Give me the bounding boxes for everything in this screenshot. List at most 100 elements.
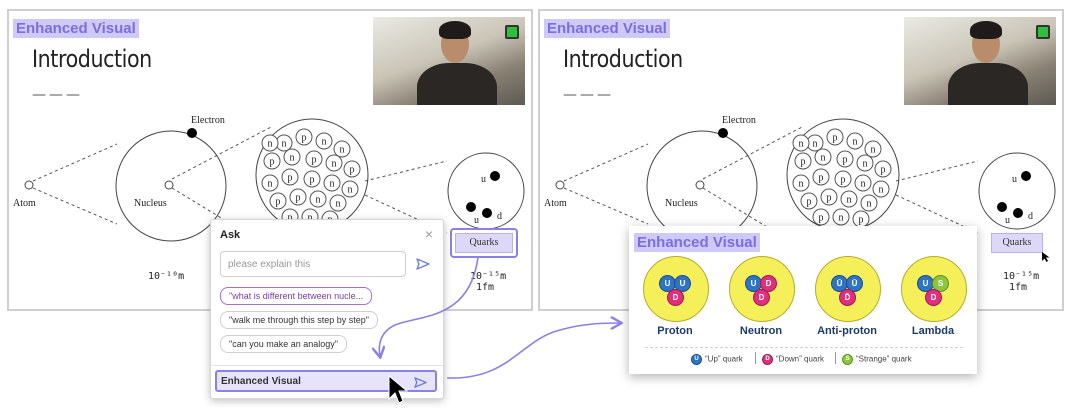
quark-dot xyxy=(466,202,476,212)
nucleon-label: n xyxy=(847,195,852,206)
presenter-video xyxy=(373,17,525,105)
particle-name: Lambda xyxy=(911,325,955,337)
nucleon-circle xyxy=(874,160,892,178)
nucleon-label: p xyxy=(296,193,301,204)
quark-label-u: u xyxy=(1012,174,1017,185)
card-divider xyxy=(645,347,963,348)
nucleon-label: n xyxy=(268,139,273,150)
mouse-cursor-icon xyxy=(1042,252,1050,262)
strange-quark-icon: S xyxy=(842,354,853,365)
quark-circle xyxy=(978,152,1056,230)
nucleon-label: p xyxy=(841,175,846,186)
nucleon-label: n xyxy=(821,153,826,164)
enhanced-visual-button[interactable]: Enhanced Visual xyxy=(215,370,437,392)
quarks-highlight xyxy=(450,228,518,258)
left-slide-panel: Enhanced Visual Introduction ——— Atom Nu… xyxy=(7,9,533,311)
nucleon-circle xyxy=(329,194,347,212)
nucleon-circle xyxy=(281,168,299,186)
suggestion-chip[interactable]: "can you make an analogy" xyxy=(220,335,347,353)
nucleon-circle xyxy=(792,174,810,192)
nucleon-circle xyxy=(343,160,361,178)
atom-circle xyxy=(555,180,565,190)
particle-name: Anti-proton xyxy=(817,325,877,337)
nucleon-label: n xyxy=(863,159,868,170)
nucleon-label: n xyxy=(316,195,321,206)
presenter-hair xyxy=(970,21,1002,39)
nucleon-label: n xyxy=(330,179,335,190)
nucleon-circle xyxy=(840,190,858,208)
suggestion-chip[interactable]: "what is different between nucle... xyxy=(220,287,373,305)
nucleon-circle xyxy=(295,128,313,146)
send-icon xyxy=(414,377,427,388)
presenter-video xyxy=(904,17,1056,105)
ask-input[interactable]: please explain this xyxy=(220,251,406,277)
nucleon-circle xyxy=(303,170,321,188)
nucleon-circle xyxy=(832,208,850,226)
ask-popup: Ask × please explain this "what is diffe… xyxy=(210,219,444,399)
presenter-body xyxy=(417,63,497,105)
nucleon-label: p xyxy=(881,165,886,176)
particle-name: Proton xyxy=(657,325,693,337)
neutron-diagram: U D D xyxy=(729,256,795,322)
quark-dot xyxy=(1013,208,1023,218)
nucleon-circle xyxy=(864,140,882,158)
nucleon-label: n xyxy=(799,139,804,150)
quark-dot xyxy=(490,171,500,181)
arrow-enhanced-to-card xyxy=(446,323,620,379)
quarks-button[interactable]: Quarks xyxy=(991,233,1043,253)
anti-down-quark: D̄ xyxy=(839,289,856,306)
nucleon-circle xyxy=(846,132,864,150)
nucleon-circle xyxy=(333,140,351,158)
atom-scale-label: 10⁻¹⁰m xyxy=(148,271,185,282)
nucleon-label: n xyxy=(340,145,345,156)
suggestion-chip[interactable]: "walk me through this step by step" xyxy=(220,311,378,329)
legend-text: “Up” quark xyxy=(705,354,743,364)
legend-strange: S“Strange” quark xyxy=(842,354,912,365)
nucleon-label: p xyxy=(310,175,315,186)
lambda-diagram: U S D xyxy=(901,256,967,322)
legend-separator xyxy=(755,352,756,364)
nucleon-circle xyxy=(812,208,830,226)
electron-label: Electron xyxy=(191,115,225,126)
nucleus-point xyxy=(164,180,174,190)
atom-label: Atom xyxy=(544,198,567,209)
nucleon-circle xyxy=(269,192,287,210)
nucleon-circle xyxy=(834,170,852,188)
slide-title: Introduction xyxy=(563,45,683,73)
nucleon-label: p xyxy=(801,157,806,168)
nucleon-circle xyxy=(289,188,307,206)
camera-status-icon xyxy=(1036,25,1050,39)
quark-label-d: d xyxy=(1028,211,1033,222)
nucleon-circle xyxy=(305,150,323,168)
send-icon[interactable] xyxy=(416,257,430,271)
close-icon[interactable]: × xyxy=(424,226,433,242)
legend-up: U“Up” quark xyxy=(691,354,743,365)
popup-divider xyxy=(211,365,443,366)
electron-dot xyxy=(187,128,197,138)
nucleon-label: n xyxy=(839,213,844,224)
nucleon-label: p xyxy=(833,133,838,144)
nucleon-label: p xyxy=(288,173,293,184)
quark-dot xyxy=(1021,171,1031,181)
quark-label-d: d xyxy=(497,211,502,222)
nucleon-label: p xyxy=(350,165,355,176)
nucleon-circle xyxy=(814,148,832,166)
nucleon-label: n xyxy=(871,145,876,156)
nucleon-circle xyxy=(860,194,878,212)
electron-orbit xyxy=(115,130,227,242)
enhanced-visual-tag: Enhanced Visual xyxy=(544,19,670,38)
quark-scale-label: 10⁻¹⁵m 1fm xyxy=(470,271,507,293)
down-quark: D xyxy=(667,289,684,306)
nucleon-circle xyxy=(856,154,874,172)
nucleon-label: n xyxy=(879,185,884,196)
electron-dot xyxy=(718,128,728,138)
nucleon-label: n xyxy=(322,137,327,148)
down-quark-icon: D xyxy=(762,354,773,365)
anti-up-quark: Ū xyxy=(846,275,863,292)
legend-text: “Down” quark xyxy=(776,354,825,364)
nucleon-circle xyxy=(854,174,872,192)
nucleon-label: p xyxy=(312,155,317,166)
quarks-button[interactable]: Quarks xyxy=(455,233,513,253)
